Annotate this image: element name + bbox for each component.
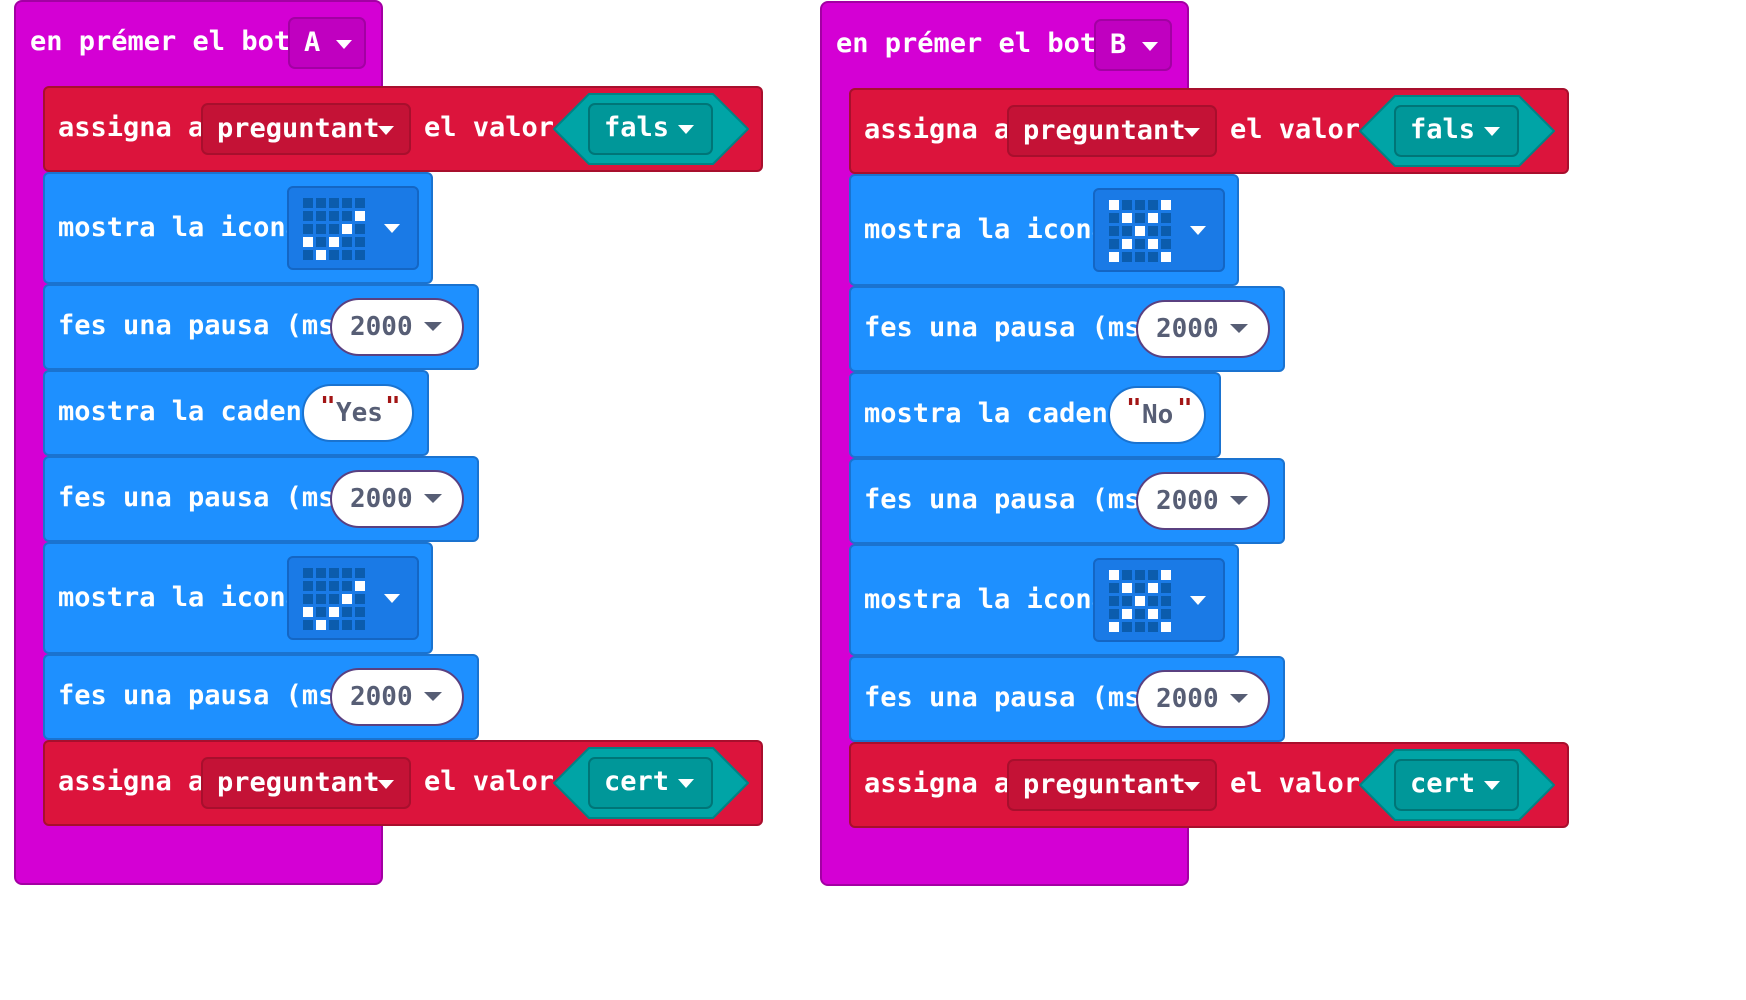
chevron-down-icon <box>424 494 442 503</box>
set-middle: el valor <box>1230 768 1361 799</box>
chevron-down-icon <box>1484 127 1500 136</box>
yes-icon[interactable] <box>287 186 419 270</box>
no-icon[interactable] <box>1093 188 1225 272</box>
show-string-label: mostra la cadena <box>864 398 1125 429</box>
set-middle: el valor <box>1230 114 1361 145</box>
pause-value-dropdown[interactable]: 2000 <box>1136 300 1270 358</box>
chevron-down-icon <box>1184 128 1200 137</box>
open-quote: " <box>320 392 336 422</box>
close-quote: " <box>385 392 401 422</box>
set-middle: el valor <box>424 766 555 797</box>
chevron-down-icon <box>1230 694 1248 703</box>
pause-label: fes una pausa (ms) <box>58 482 351 513</box>
set-prefix: assigna a <box>58 112 205 143</box>
pause-label: fes una pausa (ms) <box>864 682 1157 713</box>
led-grid <box>303 198 365 260</box>
chevron-down-icon <box>678 779 694 788</box>
set-middle: el valor <box>424 112 555 143</box>
pause-value-dropdown[interactable]: 2000 <box>1136 472 1270 530</box>
variable-dropdown[interactable]: preguntant <box>1007 759 1217 811</box>
show-string-label: mostra la cadena <box>58 396 319 427</box>
chevron-down-icon <box>424 692 442 701</box>
chevron-down-icon <box>384 594 400 603</box>
set-prefix: assigna a <box>58 766 205 797</box>
boolean-value: fals <box>604 112 670 143</box>
show-icon-label: mostra la icona <box>58 582 302 613</box>
set-prefix: assigna a <box>864 768 1011 799</box>
chevron-down-icon <box>1190 596 1206 605</box>
chevron-down-icon <box>1190 226 1206 235</box>
boolean-block-cert[interactable] <box>1359 749 1555 821</box>
chevron-down-icon <box>1230 324 1248 333</box>
chevron-down-icon <box>336 40 352 49</box>
pause-value-dropdown[interactable]: 2000 <box>330 470 464 528</box>
boolean-block-fals[interactable] <box>1359 95 1555 167</box>
set-prefix: assigna a <box>864 114 1011 145</box>
string-input[interactable]: " No " <box>1108 386 1206 444</box>
led-grid <box>303 568 365 630</box>
chevron-down-icon <box>1142 42 1158 51</box>
boolean-block-fals[interactable] <box>553 93 749 165</box>
boolean-value: cert <box>604 766 670 797</box>
close-quote: " <box>1177 394 1193 424</box>
chevron-down-icon <box>678 125 694 134</box>
pause-label: fes una pausa (ms) <box>58 310 351 341</box>
show-icon-label: mostra la icona <box>58 212 302 243</box>
string-input[interactable]: " Yes " <box>302 384 414 442</box>
led-grid <box>1109 200 1171 262</box>
chevron-down-icon <box>424 322 442 331</box>
pause-value-dropdown[interactable]: 2000 <box>1136 670 1270 728</box>
chevron-down-icon <box>1184 782 1200 791</box>
hat-label: en prémer el botó <box>30 26 307 57</box>
chevron-down-icon <box>1484 781 1500 790</box>
boolean-value: fals <box>1410 114 1476 145</box>
pause-label: fes una pausa (ms) <box>864 484 1157 515</box>
chevron-down-icon <box>378 780 394 789</box>
led-grid <box>1109 570 1171 632</box>
pause-label: fes una pausa (ms) <box>58 680 351 711</box>
show-icon-label: mostra la icona <box>864 584 1108 615</box>
boolean-block-cert[interactable] <box>553 747 749 819</box>
hat-label: en prémer el botó <box>836 28 1113 59</box>
pause-label: fes una pausa (ms) <box>864 312 1157 343</box>
button-dropdown[interactable]: B <box>1094 19 1172 71</box>
yes-icon[interactable] <box>287 556 419 640</box>
boolean-value: cert <box>1410 768 1476 799</box>
pause-value-dropdown[interactable]: 2000 <box>330 668 464 726</box>
show-icon-label: mostra la icona <box>864 214 1108 245</box>
open-quote: " <box>1126 394 1142 424</box>
chevron-down-icon <box>1230 496 1248 505</box>
pause-value-dropdown[interactable]: 2000 <box>330 298 464 356</box>
variable-dropdown[interactable]: preguntant <box>1007 105 1217 157</box>
chevron-down-icon <box>378 126 394 135</box>
no-icon[interactable] <box>1093 558 1225 642</box>
button-dropdown[interactable]: A <box>288 17 366 69</box>
chevron-down-icon <box>384 224 400 233</box>
variable-dropdown[interactable]: preguntant <box>201 103 411 155</box>
variable-dropdown[interactable]: preguntant <box>201 757 411 809</box>
